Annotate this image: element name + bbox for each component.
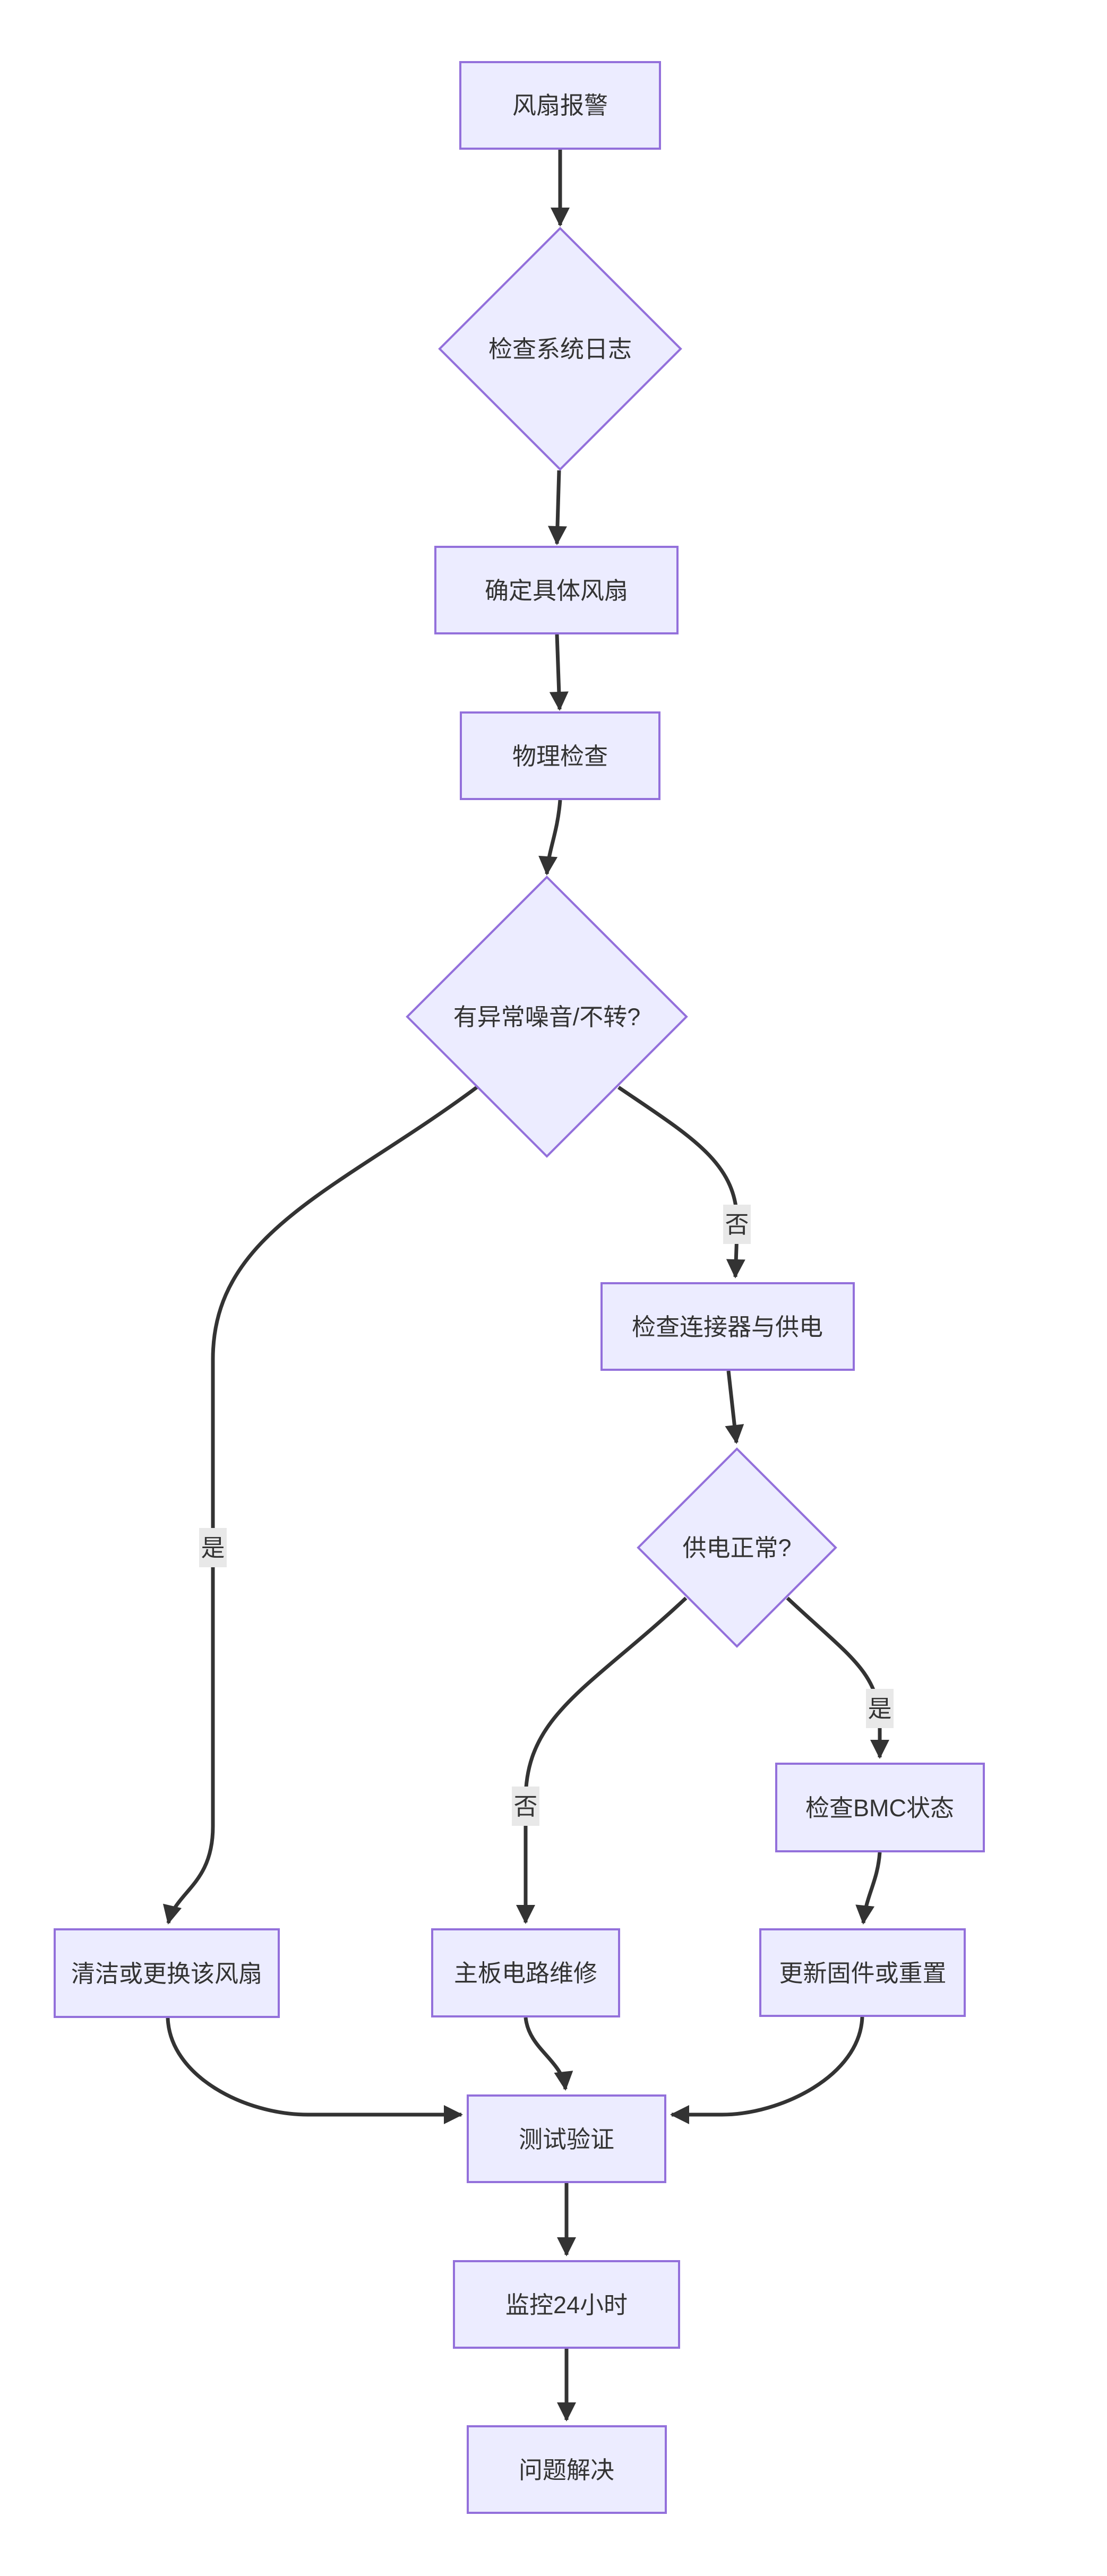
node-box bbox=[600, 1282, 855, 1371]
edge-label-text: 否 bbox=[725, 1211, 749, 1238]
node-check-connector-power: 检查连接器与供电 bbox=[600, 1282, 855, 1371]
edge-label-text: 是 bbox=[868, 1695, 891, 1722]
node-box bbox=[459, 61, 661, 150]
node-diamond-shape bbox=[637, 1447, 837, 1648]
edge-check-connector-to-power-decision bbox=[725, 1370, 744, 1444]
node-label: 检查系统日志 bbox=[488, 336, 632, 363]
node-noise-decision: 有异常噪音/不转? bbox=[406, 875, 688, 1158]
edge-noise-yes-to-clean-replace bbox=[163, 1086, 478, 1925]
node-label: 风扇报警 bbox=[512, 92, 608, 119]
edge-physical-check-to-noise-decision bbox=[538, 800, 562, 875]
edge-label-no-connector: 否 bbox=[723, 1205, 751, 1244]
edge-power-no-to-mainboard-repair bbox=[516, 1596, 688, 1924]
node-box bbox=[54, 1928, 280, 2018]
node-label: 测试验证 bbox=[519, 2126, 614, 2153]
node-label: 检查BMC状态 bbox=[805, 1794, 954, 1822]
node-box bbox=[434, 546, 679, 634]
edge-label-bg bbox=[723, 1205, 751, 1244]
edges bbox=[163, 150, 889, 2422]
node-box bbox=[467, 2094, 666, 2183]
edge-clean-replace-to-test-verify bbox=[166, 2017, 463, 2124]
node-mainboard-circuit-repair: 主板电路维修 bbox=[431, 1928, 620, 2017]
edge-label-yes-bmc: 是 bbox=[866, 1689, 894, 1728]
node-diamond-shape bbox=[438, 227, 682, 471]
node-label: 问题解决 bbox=[519, 2457, 614, 2484]
node-test-verify: 测试验证 bbox=[467, 2094, 666, 2183]
edge-power-yes-to-check-bmc bbox=[786, 1596, 889, 1759]
node-physical-check: 物理检查 bbox=[460, 711, 660, 800]
node-update-firmware-or-reset: 更新固件或重置 bbox=[759, 1928, 966, 2017]
node-label: 物理检查 bbox=[512, 743, 608, 770]
node-label: 检查连接器与供电 bbox=[632, 1313, 823, 1341]
node-box bbox=[467, 2425, 667, 2514]
node-box bbox=[775, 1763, 985, 1852]
edge-mainboard-repair-to-test-verify bbox=[524, 2017, 573, 2091]
node-box bbox=[453, 2260, 680, 2349]
node-label: 监控24小时 bbox=[505, 2291, 628, 2319]
edge-check-logs-to-identify-fan bbox=[547, 470, 567, 545]
node-problem-solved: 问题解决 bbox=[467, 2425, 667, 2514]
node-label: 主板电路维修 bbox=[454, 1960, 597, 1987]
node-fan-alarm: 风扇报警 bbox=[459, 61, 661, 150]
node-power-decision: 供电正常? bbox=[637, 1447, 837, 1648]
edge-identify-fan-to-physical-check bbox=[549, 634, 569, 711]
node-label: 清洁或更换该风扇 bbox=[71, 1960, 262, 1987]
node-diamond-shape bbox=[406, 875, 688, 1158]
node-box bbox=[460, 711, 660, 800]
edge-label-text: 是 bbox=[201, 1534, 225, 1561]
node-label: 更新固件或重置 bbox=[779, 1960, 946, 1987]
edge-label-bg bbox=[199, 1528, 227, 1567]
node-label: 供电正常? bbox=[682, 1534, 791, 1561]
edge-label-no-mainboard: 否 bbox=[512, 1787, 539, 1826]
node-box bbox=[759, 1928, 966, 2017]
edge-label-bg bbox=[512, 1787, 539, 1826]
edge-noise-no-to-check-connector bbox=[617, 1086, 745, 1278]
edge-label-text: 否 bbox=[513, 1793, 537, 1820]
node-check-system-logs: 检查系统日志 bbox=[438, 227, 682, 471]
node-label: 有异常噪音/不转? bbox=[453, 1003, 641, 1031]
edge-label-yes-clean: 是 bbox=[199, 1528, 227, 1567]
edge-check-bmc-to-update-firmware bbox=[855, 1852, 882, 1925]
node-monitor-24h: 监控24小时 bbox=[453, 2260, 680, 2349]
node-label: 确定具体风扇 bbox=[485, 577, 628, 604]
node-check-bmc-status: 检查BMC状态 bbox=[775, 1763, 985, 1852]
node-box bbox=[431, 1928, 620, 2017]
edge-update-firmware-to-test-verify bbox=[670, 2016, 864, 2124]
node-clean-or-replace-fan: 清洁或更换该风扇 bbox=[54, 1928, 280, 2018]
node-identify-fan: 确定具体风扇 bbox=[434, 546, 679, 634]
edge-label-bg bbox=[866, 1689, 894, 1728]
